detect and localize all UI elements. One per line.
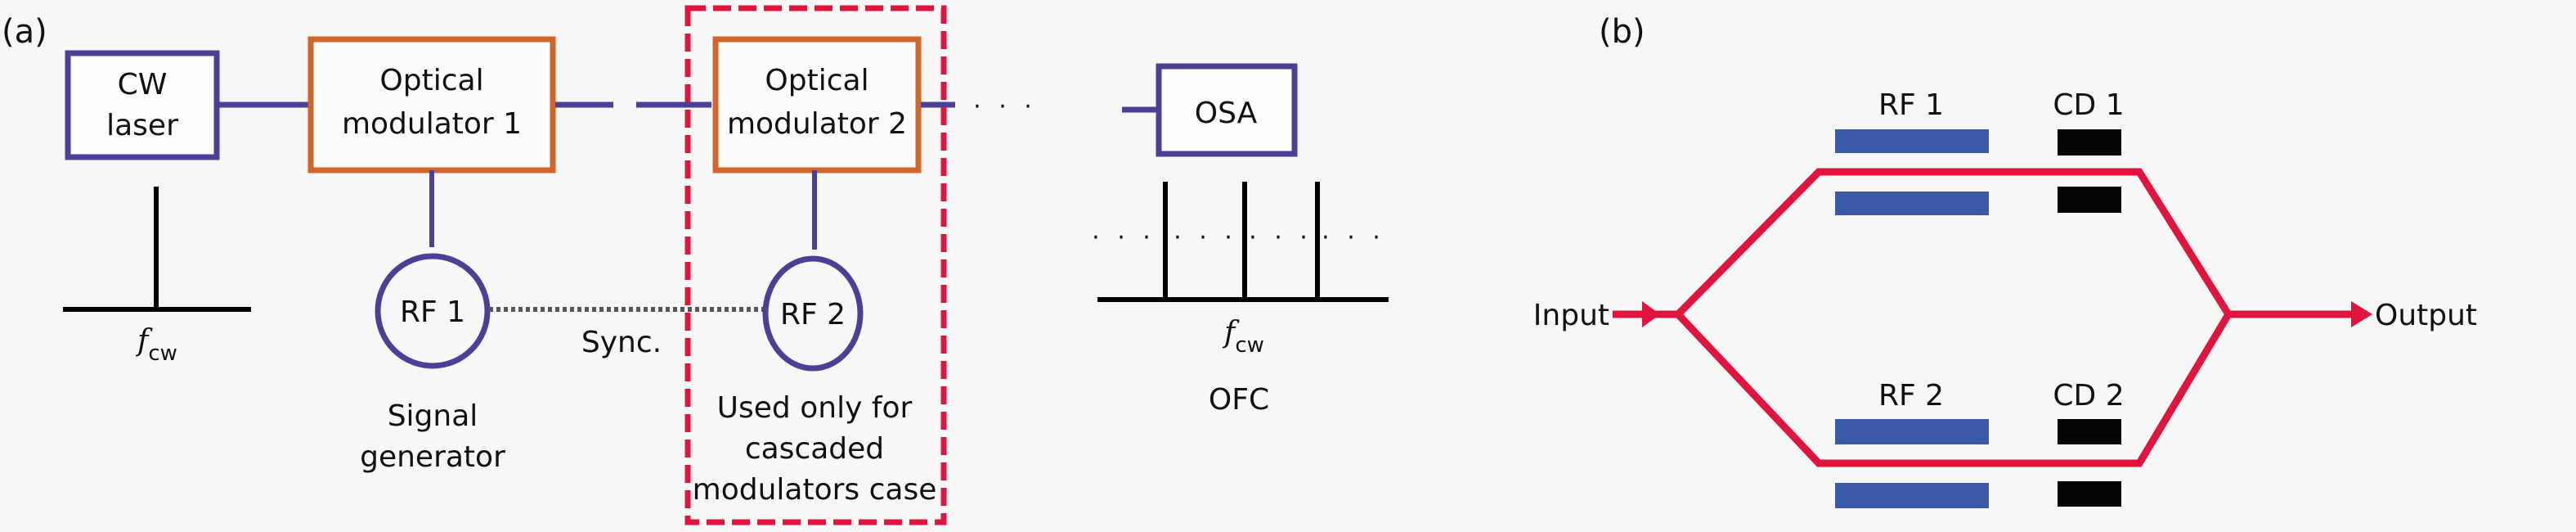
cascaded-note-line1: Used only for	[717, 391, 913, 425]
ofc-ellipsis-3: · · ·	[1249, 223, 1313, 252]
ofc-spectrum: · · · · · · · · · · · · fcw OFC	[1092, 182, 1389, 417]
ofc-ellipsis-2: · · ·	[1174, 223, 1237, 252]
output-arrow-icon	[2351, 301, 2372, 327]
cascaded-note-line2: cascaded	[745, 432, 884, 466]
osa-box: OSA	[1156, 63, 1298, 157]
ofc-frequency-label: fcw	[1222, 316, 1264, 358]
osa-label: OSA	[1195, 97, 1258, 130]
rf2-circle	[762, 255, 864, 372]
lower-cd-label: CD 2	[2053, 379, 2124, 413]
upper-cd-label: CD 1	[2053, 88, 2124, 122]
modulator1-label-line1: Optical	[379, 64, 483, 97]
input-label: Input	[1533, 299, 1609, 332]
modulator2-label-line1: Optical	[765, 64, 868, 97]
upper-rf-electrode-bottom	[1835, 192, 1989, 215]
output-label: Output	[2375, 299, 2477, 332]
cw-frequency-label: fcw	[135, 324, 177, 366]
ofc-caption: OFC	[1209, 383, 1269, 417]
lower-rf-electrode-bottom	[1835, 483, 1989, 508]
lower-cd-block-top	[2058, 419, 2121, 444]
rf1-circle	[375, 253, 491, 369]
upper-rf-label: RF 1	[1878, 88, 1944, 122]
cw-spectrum: fcw	[63, 187, 251, 366]
lower-rf-electrode-top	[1835, 419, 1989, 444]
lower-cd-block-bottom	[2058, 481, 2121, 507]
optical-modulator-1-box: Optical modulator 1	[307, 36, 556, 174]
rf2-label: RF 2	[780, 298, 846, 331]
mach-zehnder-waveguide	[1613, 168, 2367, 467]
modulator2-label-line2: modulator 2	[727, 107, 907, 141]
upper-arm-waveguide	[1675, 168, 2367, 318]
lower-arm-waveguide	[1675, 311, 2232, 467]
input-arrow-icon	[1642, 301, 1660, 327]
cascaded-note-line3: modulators case	[693, 473, 937, 507]
sync-label: Sync.	[581, 326, 662, 359]
ofc-ellipsis-4: · · ·	[1322, 223, 1385, 252]
signal-generator-line2: generator	[360, 440, 505, 474]
upper-cd-block-bottom	[2058, 187, 2121, 213]
cascaded-case-highlight-box	[684, 5, 947, 525]
signal-generator-line1: Signal	[388, 399, 478, 433]
upper-rf-electrode-top	[1835, 129, 1989, 153]
panel-a-label: (a)	[2, 13, 47, 51]
cw-laser-label-line2: laser	[106, 109, 178, 142]
cw-laser-label-line1: CW	[118, 68, 168, 101]
rf1-label: RF 1	[400, 295, 465, 329]
upper-cd-block-top	[2058, 129, 2121, 156]
optical-modulator-2-box: Optical modulator 2	[712, 36, 922, 174]
ofc-ellipsis-1: · · ·	[1092, 223, 1156, 252]
fiber-ellipsis: · · ·	[973, 92, 1037, 121]
modulator1-label-line2: modulator 1	[342, 107, 522, 141]
panel-b-label: (b)	[1599, 13, 1645, 51]
cw-laser-box: CW laser	[65, 50, 220, 160]
lower-rf-label: RF 2	[1878, 379, 1944, 413]
